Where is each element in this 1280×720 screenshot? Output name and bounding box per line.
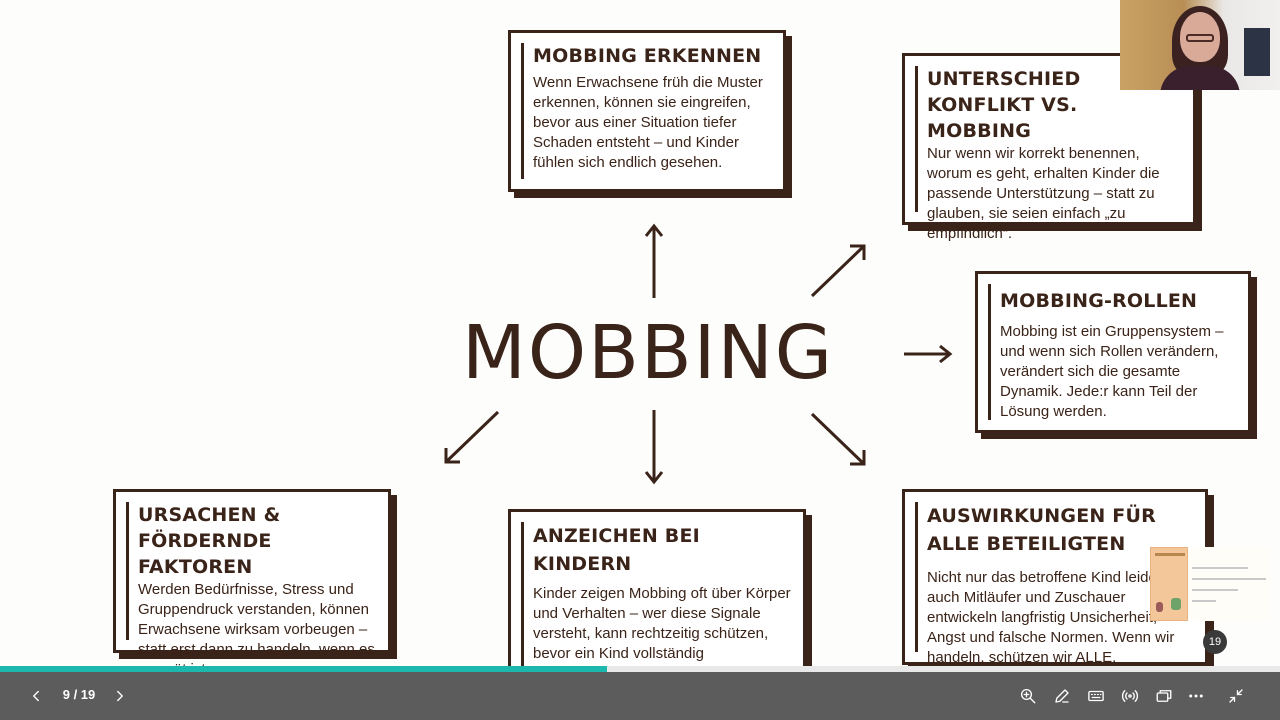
- keyboard-icon: [1088, 690, 1104, 702]
- book-thumbnail[interactable]: [1150, 547, 1270, 621]
- audio-button[interactable]: [1118, 684, 1142, 708]
- card-body: Kinder zeigen Mobbing oft über Körper un…: [533, 585, 791, 672]
- card-accent-bar: [915, 66, 918, 212]
- pen-icon: [1055, 689, 1069, 703]
- card-heading: MOBBING ERKENNEN: [533, 45, 762, 67]
- card-body: Nicht nur das betroffene Kind leidet – a…: [927, 569, 1175, 666]
- annotate-button[interactable]: [1050, 684, 1074, 708]
- card-auswirkungen: AUSWIRKUNGEN FÜR ALLE BETEILIGTEN Nicht …: [902, 489, 1208, 666]
- card-body: Wenn Erwachsene früh die Muster erkennen…: [533, 74, 763, 171]
- center-title: MOBBING: [462, 310, 835, 396]
- zoom-in-icon: [1020, 688, 1036, 704]
- chevron-left-icon: [33, 690, 39, 702]
- card-accent-bar: [126, 502, 129, 640]
- previous-slide-button[interactable]: [24, 684, 48, 708]
- card-heading: AUSWIRKUNGEN FÜR ALLE BETEILIGTEN: [927, 505, 1156, 555]
- card-body: Mobbing ist ein Gruppensystem – und wenn…: [1000, 323, 1224, 420]
- keyboard-button[interactable]: [1084, 684, 1108, 708]
- more-icon: [1189, 694, 1203, 698]
- card-accent-bar: [521, 522, 524, 670]
- card-heading: ANZEICHEN BEI KINDERN: [533, 525, 700, 575]
- card-mobbing-erkennen: MOBBING ERKENNEN Wenn Erwachsene früh di…: [508, 30, 786, 192]
- card-body: Nur wenn wir korrekt benennen, worum es …: [927, 145, 1160, 242]
- card-body: Werden Bedürfnisse, Stress und Gruppendr…: [138, 581, 375, 672]
- card-accent-bar: [521, 43, 524, 179]
- book-cover-image: [1150, 547, 1188, 621]
- more-options-button[interactable]: [1184, 684, 1208, 708]
- card-accent-bar: [915, 502, 918, 652]
- thumbnail-text-line: [1192, 567, 1248, 569]
- thumbnail-text-line: [1192, 589, 1238, 591]
- card-ursachen: URSACHEN & FÖRDERNDE FAKTOREN Werden Bed…: [113, 489, 391, 672]
- arrow-up-right-icon: [810, 244, 866, 298]
- chevron-right-icon: [117, 690, 123, 702]
- arrow-down-icon: [644, 410, 664, 485]
- arrow-down-right-icon: [810, 412, 866, 466]
- presenter-body: [1160, 66, 1240, 90]
- arrow-down-left-icon: [444, 410, 500, 464]
- page-number-badge: 19: [1203, 630, 1227, 654]
- slide-counter: 9 / 19: [62, 687, 96, 702]
- thumbnail-text-line: [1192, 578, 1266, 580]
- switch-screens-button[interactable]: [1152, 684, 1176, 708]
- card-heading: UNTERSCHIED KONFLIKT VS. MOBBING: [927, 68, 1081, 142]
- slide-canvas: MOBBING ERKENNEN Wenn Erwachsene früh di…: [113, 0, 1280, 672]
- slide-progress-fill: [0, 666, 607, 672]
- arrow-right-icon: [904, 344, 953, 364]
- screen-switch-icon: [1156, 690, 1172, 702]
- exit-fullscreen-button[interactable]: [1224, 684, 1248, 708]
- webcam-video[interactable]: [1120, 0, 1280, 90]
- zoom-button[interactable]: [1016, 684, 1040, 708]
- next-slide-button[interactable]: [108, 684, 132, 708]
- arrow-up-icon: [644, 223, 664, 298]
- book-cover-title-mark: [1155, 553, 1185, 556]
- card-mobbing-rollen: MOBBING-ROLLEN Mobbing ist ein Gruppensy…: [975, 271, 1251, 433]
- presenter-glasses: [1186, 34, 1214, 42]
- broadcast-icon: [1121, 690, 1139, 702]
- presentation-toolbar: 9 / 19: [0, 672, 1280, 720]
- webcam-background-window: [1244, 28, 1270, 76]
- book-cover-figure: [1156, 602, 1163, 612]
- slide-progress-bar[interactable]: [0, 666, 1280, 672]
- card-anzeichen: ANZEICHEN BEI KINDERN Kinder zeigen Mobb…: [508, 509, 806, 672]
- thumbnail-text-line: [1192, 600, 1216, 602]
- exit-fullscreen-icon: [1229, 689, 1243, 703]
- card-heading: MOBBING-ROLLEN: [1000, 290, 1198, 312]
- card-accent-bar: [988, 284, 991, 420]
- book-cover-figure: [1171, 598, 1181, 610]
- card-heading: URSACHEN & FÖRDERNDE FAKTOREN: [138, 504, 281, 578]
